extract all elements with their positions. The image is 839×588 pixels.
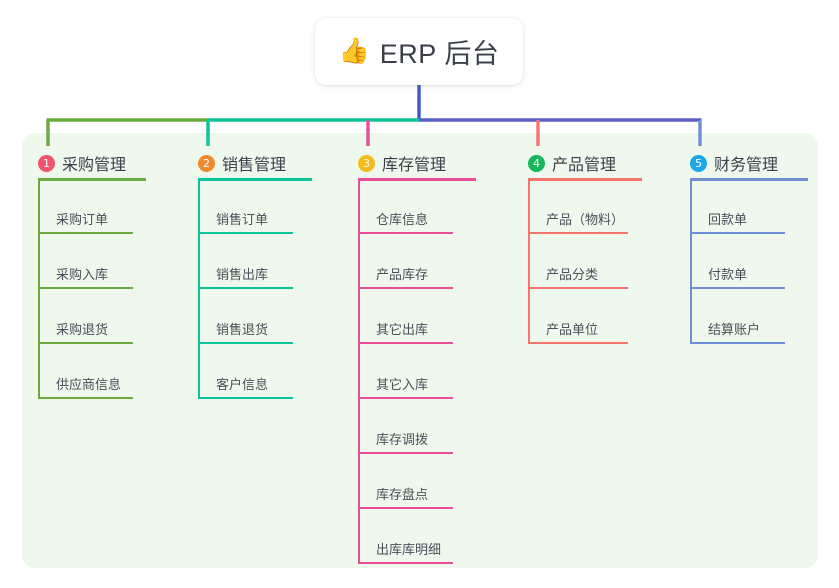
branch-header-3[interactable]: 3 库存管理 xyxy=(358,151,446,175)
leaf-item[interactable]: 销售订单 xyxy=(198,206,293,234)
leaf-item-underline xyxy=(358,342,453,344)
leaf-item-underline xyxy=(198,232,293,234)
branch-spine-3 xyxy=(358,181,360,564)
leaf-item-label: 采购入库 xyxy=(56,267,109,282)
branch-spine-5 xyxy=(690,181,692,344)
leaf-item-underline xyxy=(358,287,453,289)
branch-title-5: 财务管理 xyxy=(714,157,779,174)
leaf-item-label: 产品分类 xyxy=(546,267,599,282)
leaf-item-label: 销售出库 xyxy=(216,267,269,282)
leaf-item-label: 客户信息 xyxy=(216,377,269,392)
branch-badge-3: 3 xyxy=(358,154,375,172)
branch-spine-4 xyxy=(528,181,530,344)
leaf-item[interactable]: 付款单 xyxy=(690,261,785,289)
leaf-item[interactable]: 出库库明细 xyxy=(358,536,453,564)
leaf-item-label: 库存盘点 xyxy=(376,487,429,502)
leaf-item[interactable]: 仓库信息 xyxy=(358,206,453,234)
leaf-item-underline xyxy=(38,397,133,399)
leaf-item[interactable]: 采购入库 xyxy=(38,261,133,289)
branch-header-2[interactable]: 2 销售管理 xyxy=(198,151,286,175)
leaf-item-underline xyxy=(528,342,628,344)
root-node[interactable]: 👍 ERP 后台 xyxy=(315,18,523,85)
leaf-item-underline xyxy=(198,342,293,344)
leaf-item[interactable]: 其它出库 xyxy=(358,316,453,344)
leaf-item-underline xyxy=(528,232,628,234)
branches-panel xyxy=(22,133,818,568)
branch-header-4[interactable]: 4 产品管理 xyxy=(528,151,616,175)
leaf-item-underline xyxy=(358,452,453,454)
branch-title-1: 采购管理 xyxy=(62,157,127,174)
branch-underline-2 xyxy=(198,178,312,181)
leaf-item[interactable]: 采购退货 xyxy=(38,316,133,344)
leaf-item-label: 销售订单 xyxy=(216,212,269,227)
leaf-item[interactable]: 回款单 xyxy=(690,206,785,234)
leaf-item[interactable]: 其它入库 xyxy=(358,371,453,399)
branch-underline-3 xyxy=(358,178,476,181)
branch-badge-1: 1 xyxy=(38,154,55,172)
leaf-item[interactable]: 结算账户 xyxy=(690,316,785,344)
leaf-item-underline xyxy=(690,232,785,234)
leaf-item-label: 其它入库 xyxy=(376,377,429,392)
leaf-item-underline xyxy=(528,287,628,289)
branch-underline-5 xyxy=(690,178,808,181)
leaf-item-underline xyxy=(198,287,293,289)
leaf-item-label: 回款单 xyxy=(708,212,748,227)
leaf-item[interactable]: 产品库存 xyxy=(358,261,453,289)
leaf-item-label: 销售退货 xyxy=(216,322,269,337)
leaf-item-underline xyxy=(38,287,133,289)
branch-badge-2: 2 xyxy=(198,154,215,172)
branch-badge-4: 4 xyxy=(528,154,545,172)
leaf-item-underline xyxy=(198,397,293,399)
leaf-item-label: 库存调拨 xyxy=(376,432,429,447)
leaf-item[interactable]: 销售出库 xyxy=(198,261,293,289)
branch-title-2: 销售管理 xyxy=(222,157,287,174)
thumbs-up-icon: 👍 xyxy=(338,37,370,65)
branch-badge-5: 5 xyxy=(690,154,707,172)
leaf-item[interactable]: 客户信息 xyxy=(198,371,293,399)
root-node-content: 👍 ERP 后台 xyxy=(339,32,500,71)
leaf-item-label: 产品单位 xyxy=(546,322,599,337)
branch-spine-2 xyxy=(198,181,200,399)
leaf-item-underline xyxy=(358,507,453,509)
leaf-item-label: 出库库明细 xyxy=(376,542,442,557)
branch-underline-4 xyxy=(528,178,642,181)
leaf-item[interactable]: 库存盘点 xyxy=(358,481,453,509)
branch-header-5[interactable]: 5 财务管理 xyxy=(690,151,778,175)
leaf-item-label: 采购退货 xyxy=(56,322,109,337)
leaf-item-label: 付款单 xyxy=(708,267,748,282)
leaf-item-underline xyxy=(38,342,133,344)
leaf-item-label: 供应商信息 xyxy=(56,377,122,392)
leaf-item-underline xyxy=(358,397,453,399)
leaf-item-label: 产品库存 xyxy=(376,267,429,282)
leaf-item-label: 仓库信息 xyxy=(376,212,429,227)
leaf-item[interactable]: 供应商信息 xyxy=(38,371,133,399)
leaf-item-underline xyxy=(690,287,785,289)
leaf-item-underline xyxy=(358,562,453,564)
leaf-item-label: 其它出库 xyxy=(376,322,429,337)
leaf-item[interactable]: 产品单位 xyxy=(528,316,628,344)
leaf-item-label: 采购订单 xyxy=(56,212,109,227)
leaf-item[interactable]: 产品分类 xyxy=(528,261,628,289)
leaf-item-underline xyxy=(38,232,133,234)
leaf-item[interactable]: 库存调拨 xyxy=(358,426,453,454)
leaf-item[interactable]: 销售退货 xyxy=(198,316,293,344)
leaf-item[interactable]: 采购订单 xyxy=(38,206,133,234)
branch-spine-1 xyxy=(38,181,40,399)
branch-title-3: 库存管理 xyxy=(382,157,447,174)
leaf-item-label: 结算账户 xyxy=(708,322,761,337)
root-node-label: ERP 后台 xyxy=(379,39,500,69)
leaf-item-label: 产品（物料） xyxy=(546,212,625,227)
branch-title-4: 产品管理 xyxy=(552,157,617,174)
leaf-item-underline xyxy=(690,342,785,344)
leaf-item-underline xyxy=(358,232,453,234)
leaf-item[interactable]: 产品（物料） xyxy=(528,206,628,234)
branch-underline-1 xyxy=(38,178,146,181)
branch-header-1[interactable]: 1 采购管理 xyxy=(38,151,126,175)
